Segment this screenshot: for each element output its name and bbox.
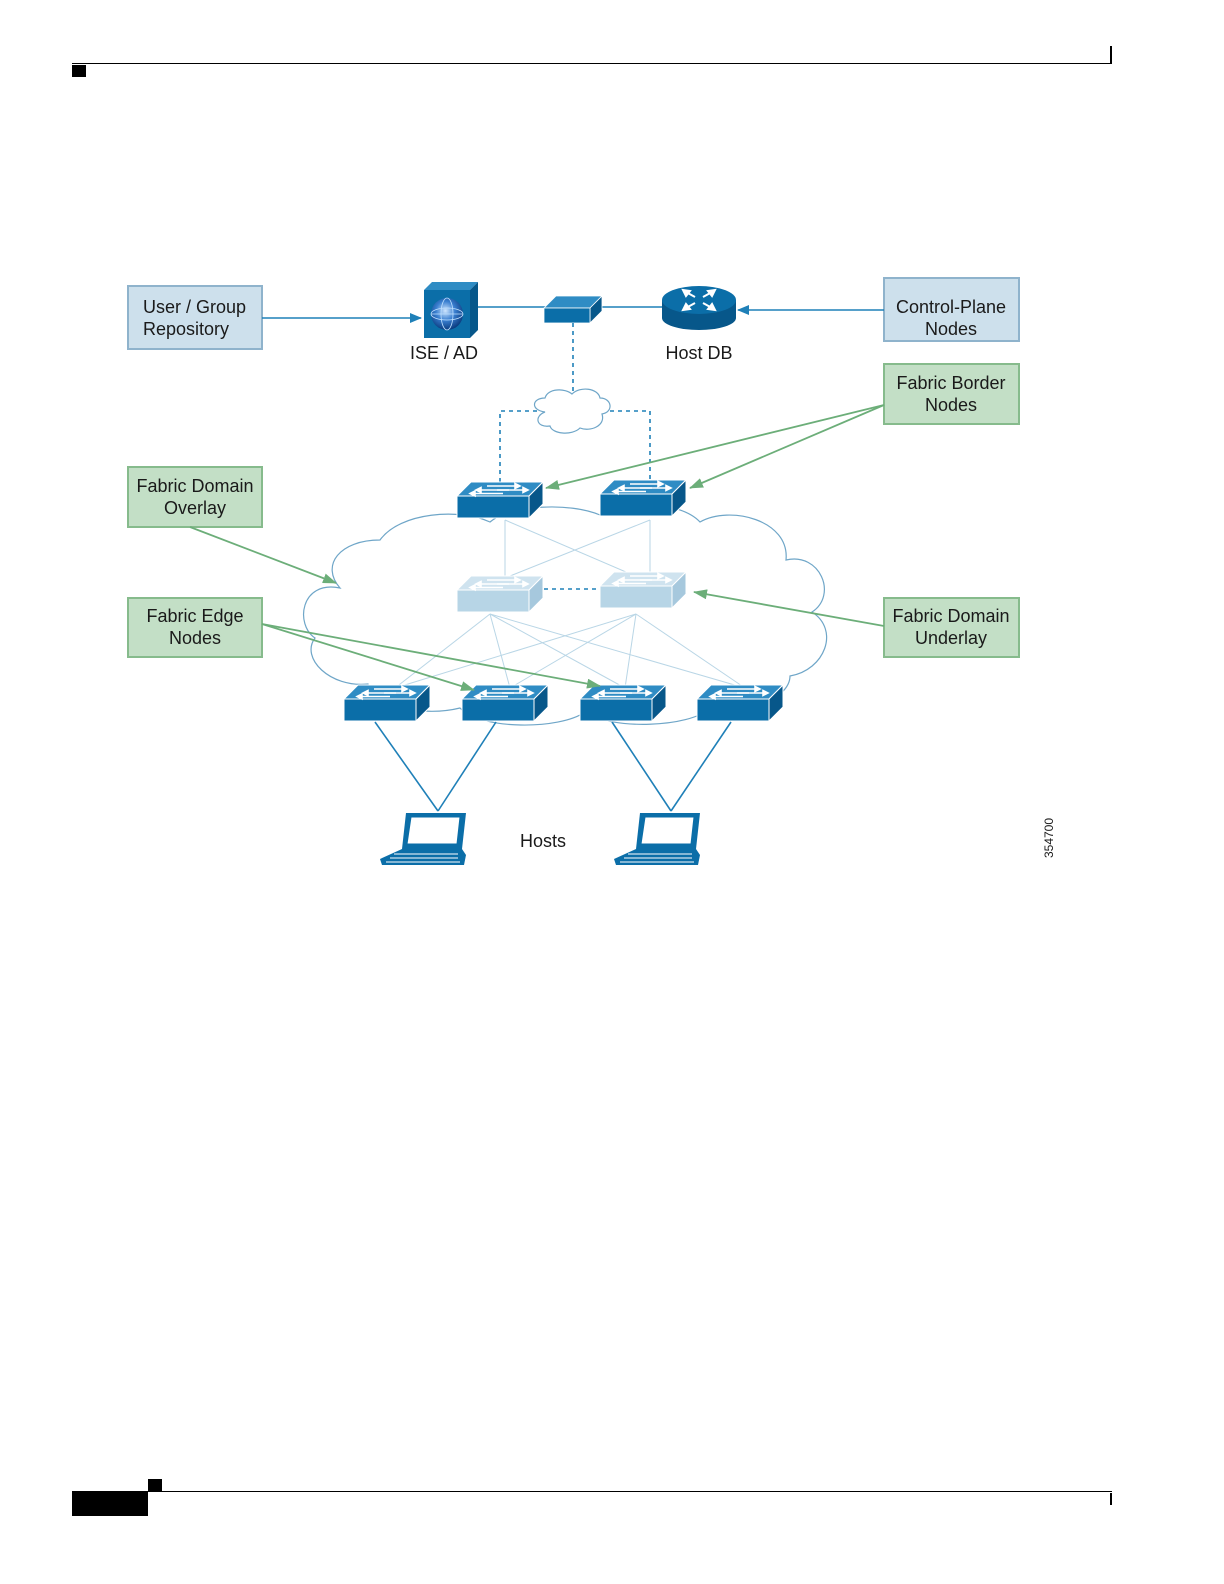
border-switch-right	[600, 480, 686, 516]
control-plane-nodes-line1: Control-Plane	[896, 297, 1006, 317]
fabric-domain-underlay-line2: Underlay	[915, 628, 987, 648]
underlay-switch-right	[600, 572, 686, 608]
arrow-border-to-right-switch	[690, 405, 884, 488]
fabric-domain-overlay-line1: Fabric Domain	[136, 476, 253, 496]
host-laptop-left	[380, 813, 466, 865]
ise-ad-icon	[424, 282, 478, 338]
small-cloud	[534, 389, 610, 433]
control-plane-nodes-line2: Nodes	[925, 319, 977, 339]
underlay-switch-left	[457, 576, 543, 612]
figure-id: 354700	[1042, 818, 1056, 858]
dashed-link-left-border	[500, 411, 537, 482]
fabric-border-nodes-line1: Fabric Border	[896, 373, 1005, 393]
arrow-overlay-to-cloud	[190, 527, 336, 583]
fabric-edge-nodes-line1: Fabric Edge	[146, 606, 243, 626]
host-laptop-right	[614, 813, 700, 865]
fabric-domain-underlay-line1: Fabric Domain	[892, 606, 1009, 626]
border-switch-left	[457, 482, 543, 518]
fabric-border-nodes-line2: Nodes	[925, 395, 977, 415]
host-links	[375, 722, 731, 811]
edge-switch-3	[580, 685, 666, 721]
hosts-label: Hosts	[520, 831, 566, 851]
host-db-router-icon	[662, 286, 736, 330]
edge-switch-4	[697, 685, 783, 721]
fabric-edge-nodes-line2: Nodes	[169, 628, 221, 648]
ise-ad-label: ISE / AD	[410, 343, 478, 363]
edge-switch-2	[462, 685, 548, 721]
user-group-repository-box	[128, 286, 262, 349]
host-db-label: Host DB	[665, 343, 732, 363]
fabric-domain-overlay-line2: Overlay	[164, 498, 226, 518]
transit-switch-icon	[544, 296, 602, 323]
edge-switch-1	[344, 685, 430, 721]
user-group-repository-line2: Repository	[143, 319, 229, 339]
user-group-repository-line1: User / Group	[143, 297, 246, 317]
